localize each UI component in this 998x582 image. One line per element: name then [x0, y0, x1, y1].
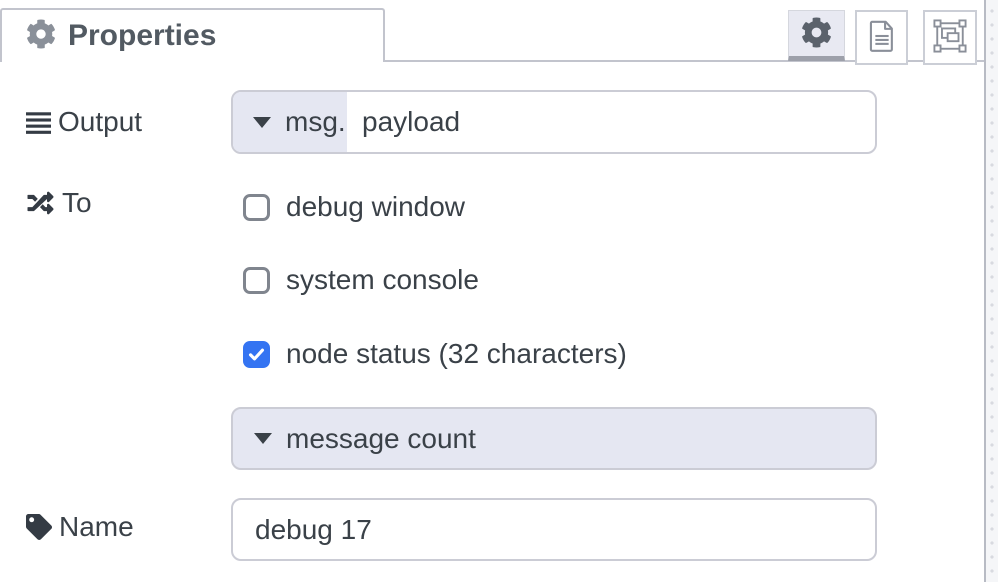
object-group-icon — [933, 19, 967, 56]
node-status-option[interactable]: node status (32 characters) — [243, 338, 627, 370]
name-label: Name — [26, 510, 134, 544]
dialog-title: Properties — [68, 19, 217, 52]
system-console-checkbox[interactable] — [243, 266, 270, 294]
file-text-icon — [867, 20, 897, 55]
debug-window-label: debug window — [286, 191, 466, 222]
node-status-checkbox[interactable] — [243, 340, 270, 368]
chevron-down-icon — [253, 116, 271, 128]
output-label: Output — [26, 105, 142, 139]
shuffle-icon — [27, 191, 54, 215]
output-value-input[interactable]: payload — [362, 106, 461, 137]
status-type-select[interactable]: message count — [231, 407, 877, 470]
to-label: To — [26, 186, 92, 220]
tray-resize-handle[interactable] — [984, 0, 998, 582]
system-console-option[interactable]: system console — [243, 264, 479, 296]
debug-window-checkbox[interactable] — [243, 193, 270, 221]
gear-icon — [801, 16, 832, 51]
node-status-label: node status (32 characters) — [286, 338, 627, 369]
chevron-down-icon — [254, 433, 272, 444]
status-type-value: message count — [286, 422, 476, 454]
tab-properties[interactable]: Properties — [0, 8, 385, 62]
tab-button-description[interactable] — [855, 10, 908, 65]
check-icon — [248, 348, 265, 360]
output-typed-input: msg. payload — [231, 90, 877, 154]
tag-icon — [26, 514, 52, 540]
list-icon — [26, 111, 51, 134]
tab-button-appearance[interactable] — [923, 10, 977, 65]
name-input[interactable]: debug 17 — [231, 498, 877, 561]
output-type-select[interactable]: msg. — [233, 92, 347, 152]
output-type-label: msg. — [285, 106, 346, 137]
tab-button-properties[interactable] — [788, 10, 845, 61]
debug-window-option[interactable]: debug window — [243, 191, 465, 223]
system-console-label: system console — [286, 264, 479, 295]
tab-bar-divider — [385, 60, 986, 62]
gear-icon — [26, 18, 56, 54]
